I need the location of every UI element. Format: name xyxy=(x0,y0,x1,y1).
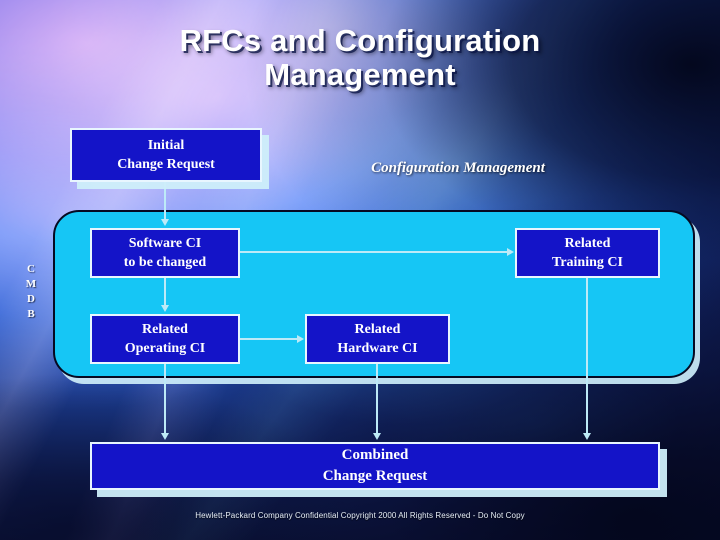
connector-software-to-training xyxy=(240,251,508,253)
connector-initial-to-software xyxy=(164,182,166,220)
arrowhead-software-to-training xyxy=(507,248,514,256)
connector-operating-to-hardware xyxy=(240,338,298,340)
arrowhead-operating-to-combined xyxy=(161,433,169,440)
connector-operating-to-combined xyxy=(164,364,166,434)
node-combined-change-request[interactable]: Combined Change Request xyxy=(90,442,660,490)
arrowhead-training-to-combined xyxy=(583,433,591,440)
arrowhead-hardware-to-combined xyxy=(373,433,381,440)
arrowhead-operating-to-hardware xyxy=(297,335,304,343)
connector-hardware-to-combined xyxy=(376,364,378,434)
arrowhead-software-to-operating xyxy=(161,305,169,312)
node-related-training-ci[interactable]: Related Training CI xyxy=(515,228,660,278)
connector-training-to-combined xyxy=(586,278,588,434)
cmdb-label: C M D B xyxy=(25,263,37,320)
node-initial-change-request[interactable]: Initial Change Request xyxy=(70,128,262,182)
connector-software-to-operating xyxy=(164,278,166,306)
arrowhead-initial-to-software xyxy=(161,219,169,226)
footer-confidentiality-notice: Hewlett-Packard Company Confidential Cop… xyxy=(195,511,525,520)
node-related-operating-ci[interactable]: Related Operating CI xyxy=(90,314,240,364)
node-software-ci[interactable]: Software CI to be changed xyxy=(90,228,240,278)
node-related-hardware-ci[interactable]: Related Hardware CI xyxy=(305,314,450,364)
page-title: RFCs and Configuration Management xyxy=(179,23,541,92)
configuration-management-caption: Configuration Management xyxy=(371,160,545,176)
